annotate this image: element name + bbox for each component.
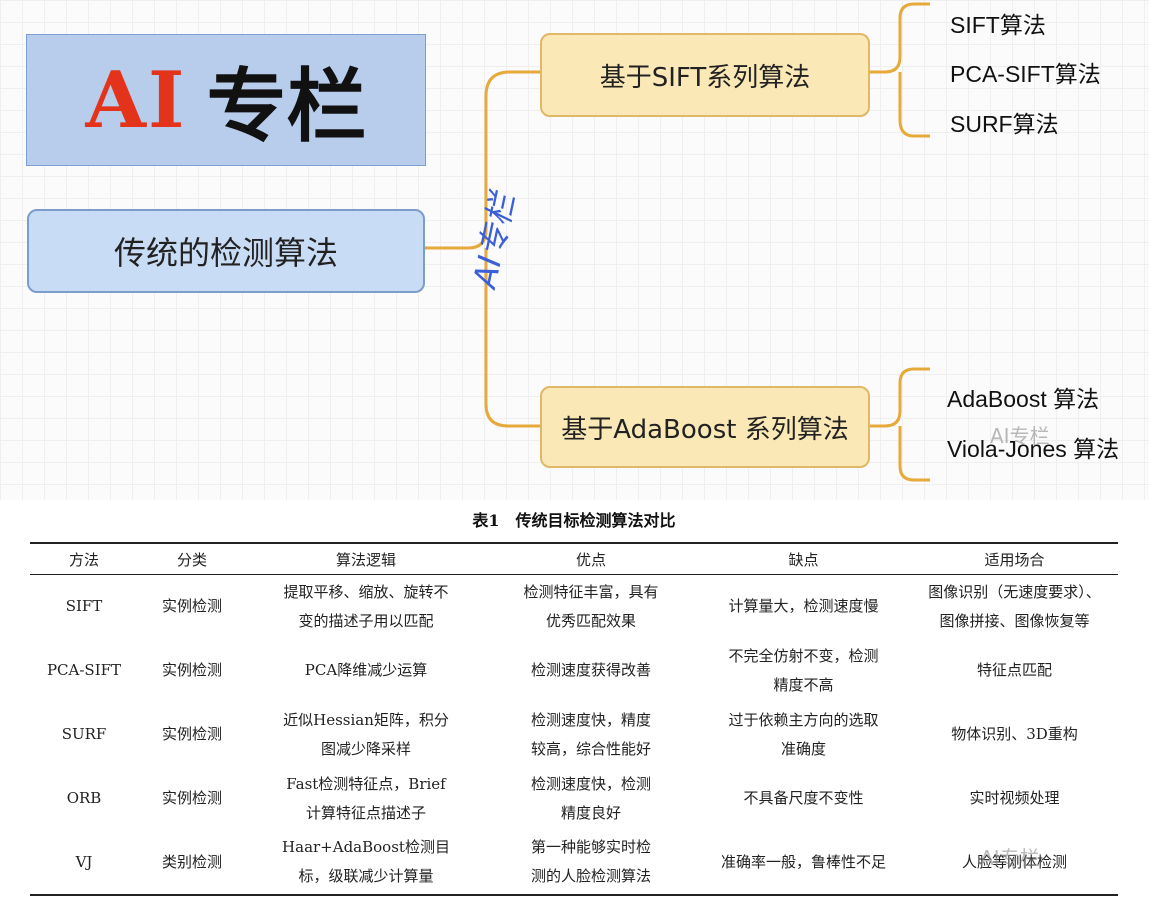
watermark-wechat-bottom: AI专栏 [980, 846, 1040, 870]
mindmap-connectors [425, 2, 930, 482]
leaf-adaboost: AdaBoost 算法 [947, 386, 1100, 412]
branch-node-sift: 基于SIFT系列算法 [540, 33, 870, 117]
cell-disadvantages: 不具备尺度不变性 [743, 789, 864, 807]
table-row: PCA-SIFT 实例检测 PCA降维减少运算 检测速度获得改善 不完全仿射不变… [30, 639, 1118, 703]
leaf-pca-sift: PCA-SIFT算法 [950, 61, 1101, 87]
mindmap-root-node: 传统的检测算法 [27, 209, 425, 293]
header-advantages: 优点 [486, 543, 696, 575]
header-applications: 适用场合 [911, 543, 1118, 575]
cell-logic: Haar+AdaBoost检测目 标，级联减少计算量 [282, 838, 450, 885]
cell-category: 实例检测 [161, 789, 222, 807]
table-row: SIFT 实例检测 提取平移、缩放、旋转不 变的描述子用以匹配 检测特征丰富，具… [30, 575, 1118, 639]
cell-advantages: 检测特征丰富，具有 优秀匹配效果 [523, 582, 659, 630]
cell-logic: 提取平移、缩放、旋转不 变的描述子用以匹配 [283, 582, 449, 630]
cell-logic: 近似Hessian矩阵，积分 图减少降采样 [283, 710, 449, 758]
watermark-wechat-top: AI专栏 [990, 424, 1050, 448]
table-row: ORB 实例检测 Fast检测特征点，Brief 计算特征点描述子 检测速度快，… [30, 767, 1118, 831]
branch-label-adaboost: 基于AdaBoost 系列算法 [561, 414, 849, 445]
leaf-viola-jones: Viola-Jones 算法 [947, 436, 1120, 462]
cell-disadvantages: 不完全仿射不变，检测 精度不高 [728, 646, 879, 694]
cell-category: 类别检测 [161, 852, 222, 871]
header-method: 方法 [30, 543, 138, 575]
connector-root-trunk [425, 70, 540, 250]
header-logic: 算法逻辑 [246, 543, 486, 575]
header-category: 分类 [138, 543, 246, 575]
cell-applications: 实时视频处理 [969, 789, 1060, 807]
connector-bracket-top [870, 2, 930, 138]
comparison-table-section: 表1 传统目标检测算法对比 方法 分类 算法逻辑 优点 缺点 适用场合 SIFT… [30, 500, 1118, 909]
cell-category: 实例检测 [161, 725, 222, 743]
leaf-surf: SURF算法 [950, 111, 1059, 137]
cell-logic: PCA降维减少运算 [304, 661, 428, 679]
cell-advantages: 检测速度快，检测 精度良好 [530, 774, 651, 822]
connector-trunk-lower [484, 248, 540, 428]
cell-disadvantages: 准确率一般，鲁棒性不足 [720, 852, 886, 871]
leaf-sift: SIFT算法 [950, 12, 1046, 38]
table-header-row: 方法 分类 算法逻辑 优点 缺点 适用场合 [30, 543, 1118, 575]
cell-logic: Fast检测特征点，Brief 计算特征点描述子 [286, 774, 446, 822]
cell-applications: 物体识别、3D重构 [951, 725, 1078, 743]
mindmap-canvas: AI 专栏 传统的检测算法 基于SIFT系列算法 基于AdaBoost 系列算法… [0, 0, 1149, 500]
banner-ai-text: AI [85, 54, 187, 146]
cell-category: 实例检测 [161, 661, 222, 679]
cell-method: SURF [61, 725, 107, 743]
cell-method: VJ [75, 852, 93, 871]
cell-disadvantages: 计算量大，检测速度慢 [728, 597, 879, 616]
cell-method: ORB [66, 789, 102, 807]
cell-method: SIFT [65, 597, 103, 616]
table-row: VJ 类别检测 Haar+AdaBoost检测目 标，级联减少计算量 第一种能够… [30, 831, 1118, 895]
cell-method: PCA-SIFT [46, 661, 122, 679]
root-label: 传统的检测算法 [113, 234, 338, 272]
cell-advantages: 检测速度快，精度 较高，综合性能好 [530, 710, 651, 758]
cell-applications: 人脸等刚体检测 [961, 852, 1067, 871]
header-disadvantages: 缺点 [696, 543, 911, 575]
branch-node-adaboost: 基于AdaBoost 系列算法 [540, 386, 870, 468]
cell-disadvantages: 过于依赖主方向的选取 准确度 [728, 710, 879, 758]
ai-column-banner: AI 专栏 [26, 34, 426, 166]
cell-applications: 特征点匹配 [976, 661, 1052, 679]
cell-advantages: 第一种能够实时检 测的人脸检测算法 [530, 838, 651, 885]
table-row: SURF 实例检测 近似Hessian矩阵，积分 图减少降采样 检测速度快，精度… [30, 703, 1118, 767]
cell-advantages: 检测速度获得改善 [530, 661, 651, 679]
cell-applications: 图像识别（无速度要求）、 图像拼接、图像恢复等 [928, 582, 1101, 630]
connector-bracket-bottom [870, 367, 930, 482]
banner-column-text: 专栏 [206, 60, 367, 153]
comparison-table: 方法 分类 算法逻辑 优点 缺点 适用场合 SIFT 实例检测 提取平移、缩放、… [30, 542, 1118, 896]
table-caption: 表1 传统目标检测算法对比 [472, 511, 676, 530]
branch-label-sift: 基于SIFT系列算法 [599, 62, 811, 93]
cell-category: 实例检测 [161, 597, 222, 616]
